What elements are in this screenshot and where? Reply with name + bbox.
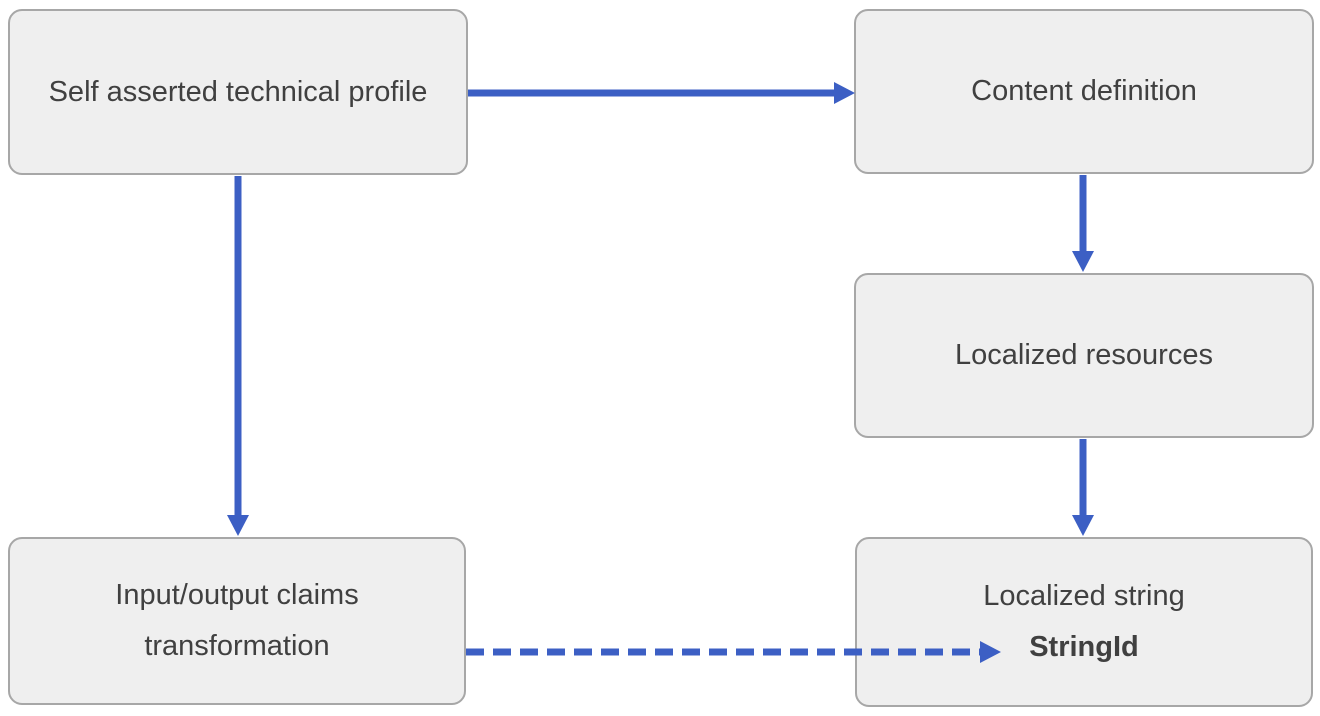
node-localized-resources: Localized resources: [854, 273, 1314, 438]
node-label: Input/output claims transformation: [115, 579, 359, 662]
node-sublabel-stringid: StringId: [1029, 631, 1139, 663]
node-content-definition: Content definition: [854, 9, 1314, 174]
node-label: Self asserted technical profile: [48, 75, 428, 108]
node-label: Localized string: [983, 580, 1185, 612]
node-label: Localized resources: [955, 339, 1213, 371]
node-input-output-claims-transformation: Input/output claims transformation: [8, 537, 466, 705]
node-label: Content definition: [971, 75, 1197, 107]
node-localized-string: Localized string StringId: [855, 537, 1313, 707]
node-self-asserted-technical-profile: Self asserted technical profile: [8, 9, 468, 175]
